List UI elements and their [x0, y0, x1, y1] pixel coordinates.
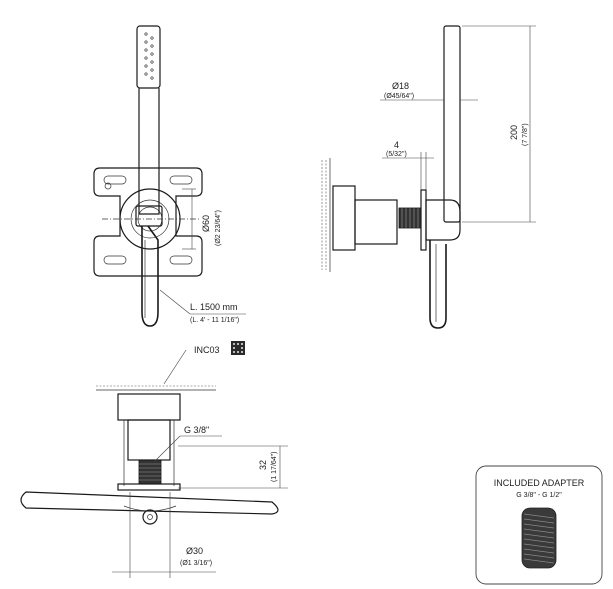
dim-4-imperial: (5/32") [386, 151, 407, 158]
hand-shower-lying [20, 491, 279, 515]
dim-32-imperial: (1 17/64") [271, 451, 278, 482]
length-imperial: (L. 4' - 11 1/16") [190, 317, 239, 324]
wall-box [332, 185, 356, 251]
diameter-18-imperial: (Ø45/64") [384, 93, 414, 100]
hand-shower-handle [138, 88, 160, 215]
inc-code-label: INC03 [194, 345, 220, 355]
diameter-18-label: Ø18 [392, 81, 409, 91]
length-label: L. 1500 mm [190, 302, 238, 312]
mounting-bracket [93, 167, 203, 277]
side-view: Ø18 (Ø45/64") 4 (5/32") 200 (7 7/8") [321, 25, 536, 329]
diameter-60-imperial: (Ø2 23/64") [215, 210, 222, 246]
hand-shower-side [443, 25, 461, 223]
adapter-frame [475, 465, 603, 585]
hand-shower-head [136, 25, 161, 89]
diameter-60-label: Ø60 [201, 215, 211, 232]
dim-32-label: 32 [258, 460, 268, 470]
hose [141, 225, 159, 327]
adapter-icon [521, 507, 557, 569]
diameter-30-label: Ø30 [186, 546, 203, 556]
diameter-30-imperial: (Ø1 3/16") [180, 560, 212, 567]
included-adapter-box: INCLUDED ADAPTER G 3/8" - G 1/2" [475, 465, 603, 585]
installation-section: INC03 G 3/8" [20, 341, 288, 578]
embedded-body [117, 393, 181, 421]
thread-label: G 3/8" [184, 425, 209, 435]
dim-200-label: 200 [509, 125, 519, 140]
adapter-title: INCLUDED ADAPTER [494, 478, 585, 488]
dim-200-imperial: (7 7/8") [522, 123, 529, 146]
dim-4-label: 4 [394, 140, 399, 150]
front-view: Ø60 (Ø2 23/64") L. 1500 mm (L. 4' - 11 1… [93, 25, 246, 327]
adapter-spec: G 3/8" - G 1/2" [516, 492, 562, 499]
